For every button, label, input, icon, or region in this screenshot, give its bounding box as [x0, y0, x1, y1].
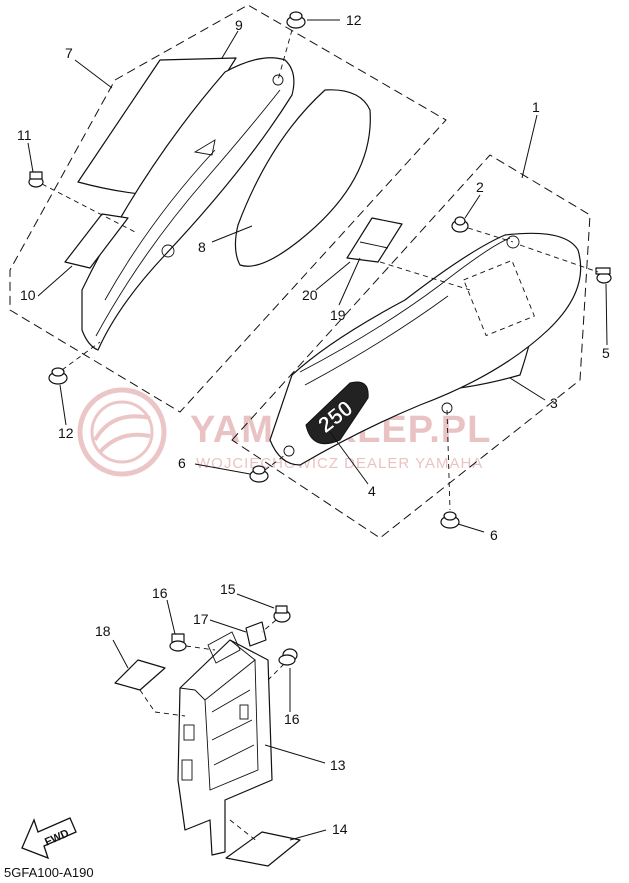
part-18-label — [114, 659, 166, 691]
left-side-cover-group — [9, 4, 447, 413]
callout-4: 4 — [368, 483, 376, 499]
part-9-side-cover — [81, 57, 295, 351]
callout-7: 7 — [65, 45, 73, 61]
callout-3: 3 — [550, 395, 558, 411]
part-15-bolt — [273, 605, 291, 623]
right-side-cover-group: 250 — [231, 154, 612, 539]
part-16-bolt-lower — [278, 648, 298, 666]
callout-12-bottom: 12 — [58, 425, 74, 441]
part-12-grommet-bottom — [48, 367, 68, 385]
part-10-decal — [64, 213, 129, 269]
callout-labels: 1 2 3 4 5 6 6 7 8 9 10 11 12 12 13 14 15… — [17, 12, 610, 837]
part-8-decal — [234, 89, 371, 267]
callout-8: 8 — [198, 239, 206, 255]
diagram-code: 5GFA100-A190 — [4, 865, 94, 880]
part-11-bolt — [28, 171, 44, 188]
leader-lines — [27, 19, 608, 841]
callout-20: 20 — [302, 287, 318, 303]
callout-18: 18 — [95, 623, 111, 639]
callout-2: 2 — [476, 179, 484, 195]
callout-6-left: 6 — [178, 455, 186, 471]
callout-12-top: 12 — [346, 12, 362, 28]
part-12-grommet-top — [286, 11, 306, 29]
callout-9: 9 — [235, 17, 243, 33]
watermark-logo-icon — [77, 387, 167, 477]
part-2-grommet — [451, 216, 469, 233]
callout-6-right: 6 — [490, 527, 498, 543]
bracket-assembly — [114, 605, 301, 867]
callout-5: 5 — [602, 345, 610, 361]
part-17-clip — [245, 621, 267, 647]
callout-10: 10 — [20, 287, 36, 303]
part-20-label — [346, 217, 403, 263]
callout-11: 11 — [17, 127, 32, 143]
part-16-bolt-upper — [169, 633, 187, 652]
callout-17: 17 — [193, 611, 209, 627]
callout-13: 13 — [330, 757, 346, 773]
callout-19: 19 — [330, 307, 346, 323]
callout-16-lower: 16 — [284, 711, 300, 727]
fwd-arrow-icon: FWD — [21, 817, 77, 860]
part-14-label — [225, 831, 301, 867]
part-13-bracket — [177, 639, 273, 856]
watermark-subtitle: WOJCIECHOWICZ DEALER YAMAHA — [196, 455, 483, 472]
part-6-grommet-right — [440, 511, 460, 529]
part-5-bolt — [595, 267, 612, 284]
callout-16-upper: 16 — [152, 585, 168, 601]
callout-1: 1 — [532, 99, 540, 115]
part-6-grommet-left — [249, 465, 269, 483]
callout-15: 15 — [220, 581, 236, 597]
left-group-dashed-frame — [9, 4, 447, 413]
callout-14: 14 — [332, 821, 348, 837]
